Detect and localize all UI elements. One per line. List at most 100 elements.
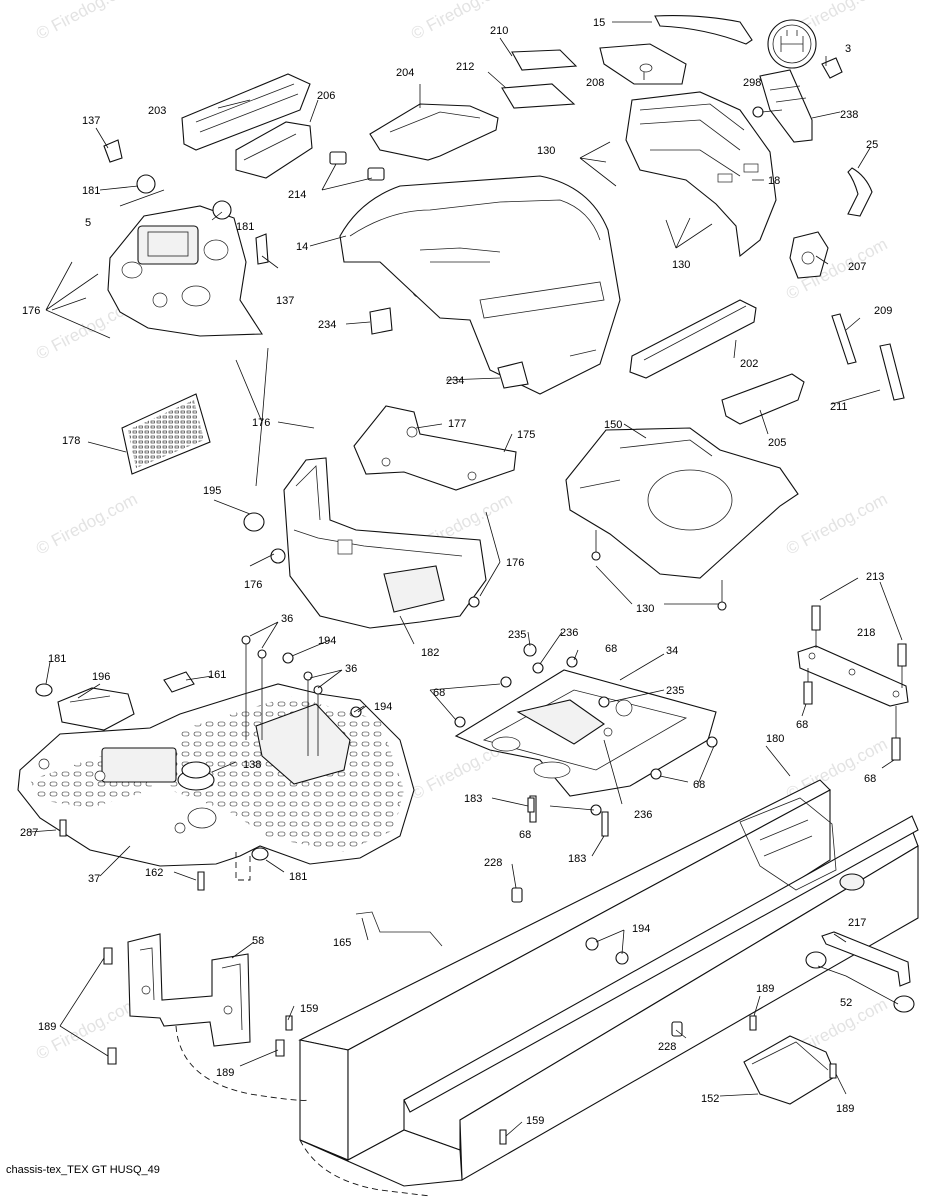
callout-25: 25 bbox=[866, 139, 878, 151]
knob-part bbox=[251, 847, 269, 861]
bolt-part bbox=[891, 737, 901, 761]
callout-210: 210 bbox=[490, 25, 508, 37]
nut-part bbox=[585, 937, 599, 951]
bracket-part bbox=[103, 139, 123, 163]
callout-130: 130 bbox=[636, 603, 654, 615]
callout-178: 178 bbox=[62, 435, 80, 447]
bracket-part bbox=[847, 167, 873, 217]
callout-176: 176 bbox=[506, 557, 524, 569]
label-part bbox=[369, 307, 393, 335]
nut-part bbox=[282, 652, 294, 664]
callout-130: 130 bbox=[537, 145, 555, 157]
callout-68: 68 bbox=[693, 779, 705, 791]
callout-217: 217 bbox=[848, 917, 866, 929]
chassis-frame-part bbox=[299, 1129, 463, 1187]
callout-218: 218 bbox=[857, 627, 875, 639]
support-bracket-part bbox=[353, 405, 517, 491]
bushing-part bbox=[805, 951, 827, 969]
bolt-part bbox=[303, 671, 313, 681]
callout-236: 236 bbox=[634, 809, 652, 821]
callout-52: 52 bbox=[840, 997, 852, 1009]
callout-194: 194 bbox=[632, 923, 650, 935]
cover-part bbox=[369, 103, 499, 161]
callout-137: 137 bbox=[276, 295, 294, 307]
watermark: © Firedog.com bbox=[408, 0, 516, 44]
screw-part bbox=[717, 601, 727, 611]
callout-205: 205 bbox=[768, 437, 786, 449]
callout-182: 182 bbox=[421, 647, 439, 659]
callout-181: 181 bbox=[289, 871, 307, 883]
callout-68: 68 bbox=[796, 719, 808, 731]
callout-14: 14 bbox=[296, 241, 308, 253]
callout-130: 130 bbox=[672, 259, 690, 271]
bolt-part bbox=[706, 736, 718, 748]
washer-part bbox=[532, 662, 544, 674]
callout-58: 58 bbox=[252, 935, 264, 947]
callout-176: 176 bbox=[252, 417, 270, 429]
callout-194: 194 bbox=[374, 701, 392, 713]
callout-196: 196 bbox=[92, 671, 110, 683]
bracket-part bbox=[599, 43, 687, 85]
callout-labels: 3 5 14 15 18 25 34 36 36 37 52 58 68 68 … bbox=[20, 17, 892, 1127]
grommet-part bbox=[270, 548, 286, 564]
bolt-part bbox=[257, 649, 267, 659]
callout-206: 206 bbox=[317, 90, 335, 102]
bracket-part bbox=[255, 233, 269, 265]
bolt-part bbox=[650, 768, 662, 780]
callout-68: 68 bbox=[433, 687, 445, 699]
washer-part bbox=[598, 696, 610, 708]
bolt-part bbox=[103, 947, 113, 965]
callout-137: 137 bbox=[82, 115, 100, 127]
knob-part bbox=[35, 683, 53, 697]
side-panel-part bbox=[759, 69, 813, 143]
grommet-part bbox=[243, 512, 265, 532]
front-housing-part bbox=[625, 91, 777, 258]
dash-trim-part bbox=[181, 73, 311, 151]
clip-part bbox=[367, 167, 385, 181]
callout-181: 181 bbox=[48, 653, 66, 665]
callout-34: 34 bbox=[666, 645, 678, 657]
chassis-frame-part bbox=[459, 845, 919, 1181]
callout-161: 161 bbox=[208, 669, 226, 681]
callout-189: 189 bbox=[836, 1103, 854, 1115]
fender-part bbox=[565, 427, 799, 579]
callout-37: 37 bbox=[88, 873, 100, 885]
bolt-part bbox=[829, 1063, 837, 1079]
callout-203: 203 bbox=[148, 105, 166, 117]
clip-part bbox=[329, 151, 347, 165]
bolt-part bbox=[749, 1015, 757, 1031]
watermark: © Firedog.com bbox=[33, 0, 141, 44]
callout-159: 159 bbox=[526, 1115, 544, 1127]
callout-5: 5 bbox=[85, 217, 91, 229]
callout-298: 298 bbox=[743, 77, 761, 89]
callout-150: 150 bbox=[604, 419, 622, 431]
linkage-rod-part bbox=[821, 931, 911, 987]
callout-211: 211 bbox=[830, 401, 848, 413]
callout-181: 181 bbox=[236, 221, 254, 233]
clip-part bbox=[163, 671, 195, 693]
callout-177: 177 bbox=[448, 418, 466, 430]
callout-287: 287 bbox=[20, 827, 38, 839]
callout-3: 3 bbox=[845, 43, 851, 55]
callout-165: 165 bbox=[333, 937, 351, 949]
callout-181: 181 bbox=[82, 185, 100, 197]
bolt-part bbox=[500, 676, 512, 688]
callout-238: 238 bbox=[840, 109, 858, 121]
bolt-part bbox=[601, 811, 609, 837]
grille-part bbox=[629, 299, 757, 379]
callout-235: 235 bbox=[666, 685, 684, 697]
callout-234: 234 bbox=[446, 375, 464, 387]
callout-36: 36 bbox=[281, 613, 293, 625]
bolt-part bbox=[313, 685, 323, 695]
grille-strip-part bbox=[831, 313, 857, 365]
bolt-part bbox=[275, 1039, 285, 1057]
chassis-frame-part bbox=[299, 1039, 349, 1161]
knob-part bbox=[212, 200, 232, 220]
clip-part bbox=[752, 106, 764, 118]
callout-202: 202 bbox=[740, 358, 758, 370]
trim-part bbox=[721, 373, 805, 425]
chassis-frame-part bbox=[403, 815, 919, 1113]
callout-236: 236 bbox=[560, 627, 578, 639]
diagram-caption: chassis-tex_TEX GT HUSQ_49 bbox=[6, 1164, 160, 1176]
